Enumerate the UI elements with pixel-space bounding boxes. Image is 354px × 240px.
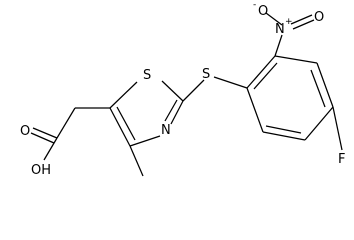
acetic-acid-group xyxy=(30,107,110,161)
chemical-structure: S S N N + O - O F O OH xyxy=(20,0,345,178)
bond-c2-nitro-n xyxy=(274,34,283,57)
bond-n-o-right-a xyxy=(290,14,313,25)
linker-sulfur-label: S xyxy=(202,67,210,82)
bond-c2-n3-a xyxy=(170,100,184,125)
nitro-oxygen-right-label: O xyxy=(314,10,324,25)
bond-c4-f xyxy=(332,106,343,151)
bond-n3-c4 xyxy=(129,135,161,147)
bond-s-aryl xyxy=(213,76,248,89)
bond-c3-c4-inner xyxy=(310,69,326,108)
bond-c-o-double-b xyxy=(30,132,55,144)
nitro-oxygen-top-charge: - xyxy=(253,0,256,10)
bond-c5-c6 xyxy=(262,131,306,141)
benzene-ring xyxy=(246,55,343,151)
bond-c3-c4 xyxy=(316,62,334,108)
bond-c5-c6-inner xyxy=(265,125,302,134)
bond-c-oh xyxy=(43,137,58,161)
bond-c4-c5-a xyxy=(109,107,131,147)
bond-n-o-right-b xyxy=(292,19,315,30)
bond-c4-c5-b xyxy=(116,106,136,141)
thiazole-nitrogen-label: N xyxy=(161,123,171,138)
bond-c1-c2-inner xyxy=(253,62,278,90)
nitro-nitrogen-charge: + xyxy=(285,17,293,27)
bond-c4-methyl xyxy=(129,145,144,177)
ring-sulfur-label: S xyxy=(143,68,151,83)
hydroxyl-label: OH xyxy=(31,163,51,178)
bond-c4-c5 xyxy=(304,106,334,141)
carbonyl-oxygen-label: O xyxy=(20,124,30,139)
bond-c2-s xyxy=(182,79,205,102)
thioether-linkage xyxy=(182,76,248,102)
nitro-nitrogen-label: N xyxy=(275,22,285,37)
nitro-group xyxy=(265,12,315,57)
bond-ch2-cooh xyxy=(56,107,76,139)
bond-c1-c2 xyxy=(246,55,276,89)
thiazole-ring xyxy=(109,80,184,177)
bond-c6-c1 xyxy=(246,87,264,133)
nitro-oxygen-top-label: O xyxy=(258,4,268,19)
bond-c2-c3 xyxy=(274,55,318,64)
fluorine-label: F xyxy=(338,152,345,167)
bond-s1-c2 xyxy=(161,80,184,102)
bond-s1-c5 xyxy=(109,81,138,109)
bond-c2-n3-b xyxy=(164,99,178,122)
bond-c-o-double-a xyxy=(32,127,58,139)
bond-n-o-top xyxy=(265,12,283,26)
